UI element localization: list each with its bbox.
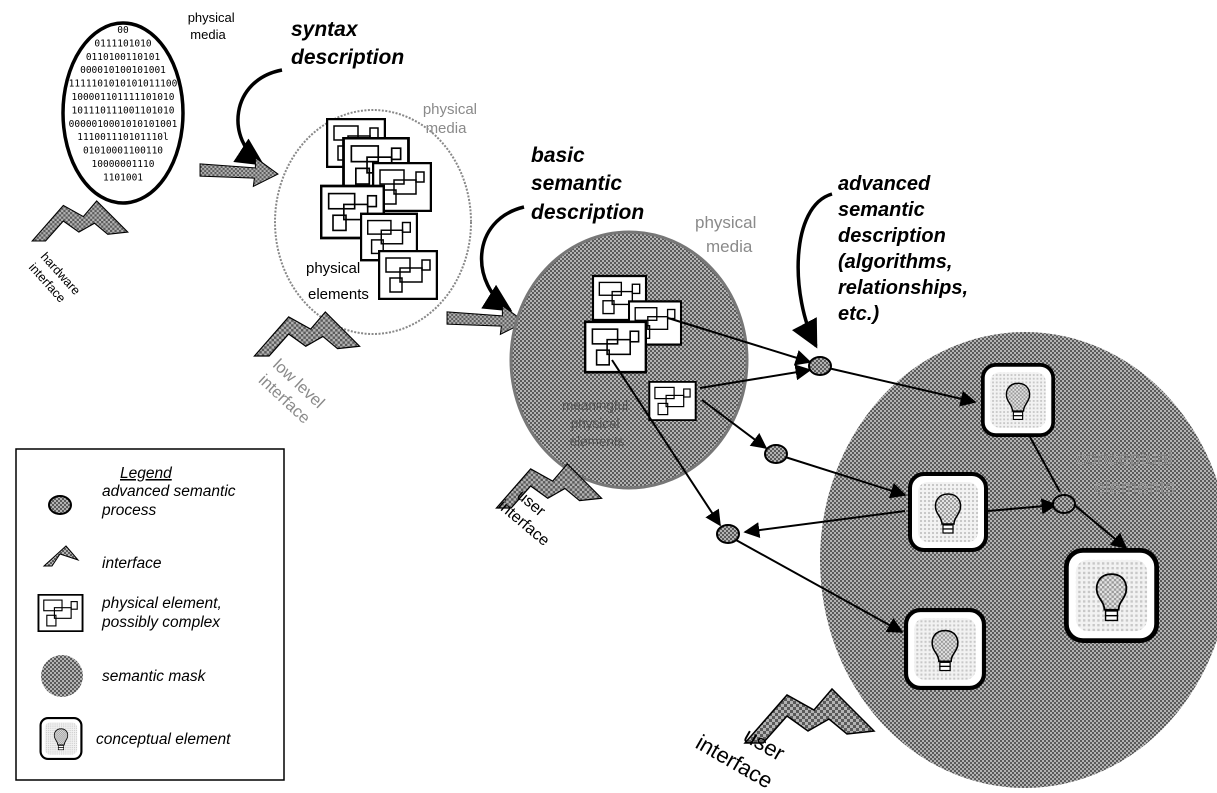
advanced-semantic-description-label: advanced semantic description (algorithm… [838,173,974,325]
basic-curve-arrow [479,205,525,312]
binary-media-ellipse [61,21,185,205]
binary-line: 000010100101001 [80,65,166,76]
binary-line: 01010001100110 [83,146,163,157]
interface-icon [42,545,80,567]
semantic-process-icon [764,444,788,464]
physical-elements-label: physical elements [306,260,369,303]
legend-item-physical: physical element, possibly complex [101,595,226,631]
binary-line: 100001101111101010 [72,92,175,103]
process-arrows [611,317,1128,633]
legend-item-conceptual: conceptual element [96,731,231,748]
physical-media-label-3: physical media [695,213,761,256]
lightbulb-icon [39,717,83,760]
hardware-interface-label: hardware interface [26,250,86,311]
binary-line: 0110100110101 [86,52,161,63]
lightbulb-icon [910,474,986,550]
conceptual-elements-label: conceptual elements [1076,448,1178,499]
binary-line: 10000001110 [92,159,155,170]
legend-item-interface: interface [102,555,162,572]
binary-line: 101110111001101010 [72,105,175,116]
binary-line: 0111101010 [94,38,151,49]
binary-line: 0000010001010101001 [69,119,178,130]
semantic-process-icon [716,524,740,544]
semantic-process-icon [1052,494,1076,514]
low-level-interface-label: low level interface [255,356,331,431]
physical-element-icon [37,594,84,632]
lightbulb-icon [1066,550,1156,640]
physical-element-icon [378,250,438,300]
physical-media-label-2: physical media [423,101,481,137]
legend-title: Legend [120,465,173,482]
advanced-curve-arrow [791,192,833,349]
binary-line: 1111101010101011100 [69,79,178,90]
semantic-mask-icon [41,655,83,697]
semantic-process-icon [808,356,832,376]
binary-line: 111001110101110l [77,132,169,143]
physical-element-icon [647,381,698,421]
binary-line: 1101001 [103,172,143,183]
hardware-interface-icon [31,200,129,242]
legend-item-process: advanced semantic process [101,483,240,519]
lightbulb-icon [906,610,984,688]
physical-media-label-1: physical media [188,10,239,42]
meaningful-elements-label: meaningful physical elements [562,398,632,449]
legend: Legend advanced semantic process interfa… [15,448,285,781]
binary-data: 00 0111101010 0110100110101 000010100101001… [69,25,178,183]
binary-line: 00 [117,25,129,36]
legend-item-mask: semantic mask [102,668,207,685]
lightbulb-icon [980,363,1056,437]
semantic-process-icon [48,495,72,515]
syntax-description-label: syntax description [291,18,404,69]
basic-semantic-description-label: basic semantic description [531,144,644,224]
arrow-icon [199,157,279,188]
binary-media-group: 00 0111101010 0110100110101 000010100101001… [61,21,185,205]
syntax-curve-arrow [233,68,283,166]
